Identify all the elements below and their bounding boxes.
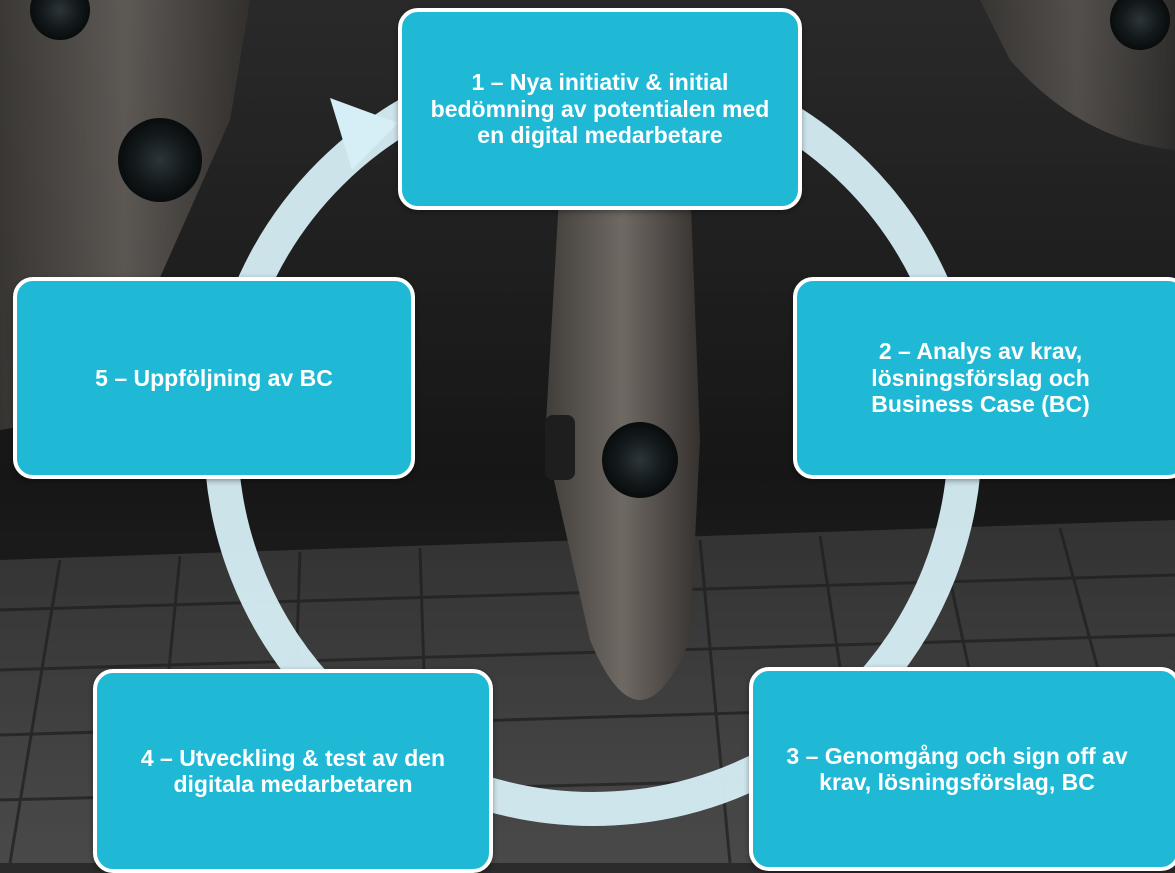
step-2-label: 2 – Analys av krav, lösningsförslag och … [871, 338, 1090, 418]
step-4-label: 4 – Utveckling & test av den digitala me… [140, 744, 446, 797]
step-3-label: 3 – Genomgång och sign off av krav, lösn… [786, 742, 1128, 795]
step-1-label: 1 – Nya initiativ & initial bedömning av… [430, 69, 770, 149]
cycle-arrowhead-icon [330, 98, 398, 170]
step-1-box: 1 – Nya initiativ & initial bedömning av… [398, 8, 802, 210]
step-5-box: 5 – Uppföljning av BC [13, 277, 415, 479]
step-3-box: 3 – Genomgång och sign off av krav, lösn… [749, 667, 1175, 871]
step-2-box: 2 – Analys av krav, lösningsförslag och … [793, 277, 1175, 479]
step-4-box: 4 – Utveckling & test av den digitala me… [93, 669, 493, 873]
step-5-label: 5 – Uppföljning av BC [95, 364, 333, 391]
